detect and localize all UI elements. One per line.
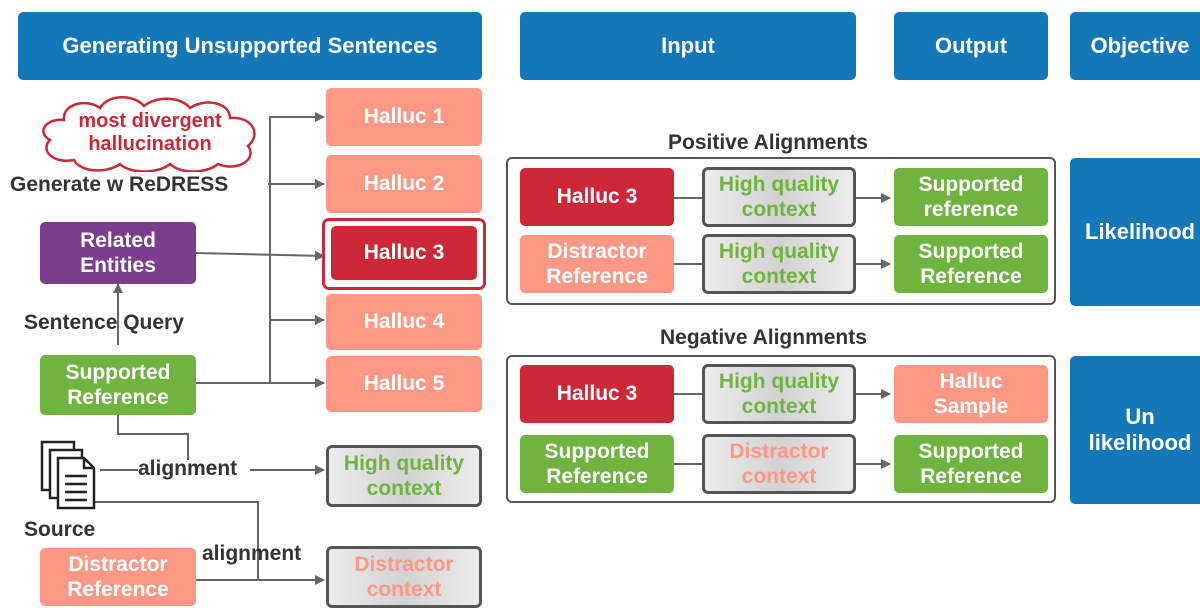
positive-row1-context: High quality context [702, 167, 856, 227]
label-alignment-1: alignment [138, 457, 238, 480]
objective-unlikelihood-line-2: likelihood [1088, 430, 1192, 455]
negative-row1-context-line-2: context [741, 395, 817, 418]
positive-row2-input-line-2: Reference [546, 265, 648, 288]
label-alignment-2: alignment [202, 542, 302, 565]
distractor-context-node: Distractor context [326, 546, 482, 608]
positive-row2-input: Distractor Reference [520, 235, 674, 293]
distractor-reference-line-2: Reference [67, 578, 169, 601]
positive-title: Positive Alignments [668, 131, 868, 154]
negative-row1-output-line-1: Halluc [939, 369, 1003, 393]
negative-row2-output: Supported Reference [894, 435, 1048, 493]
distractor-context-line-2: context [366, 578, 442, 601]
related-entities-node: Related Entities [40, 222, 196, 284]
halluc-4-node: Halluc 4 [326, 294, 482, 350]
positive-panel [506, 157, 1056, 305]
supported-reference-line-1: Supported [65, 360, 171, 384]
cloud-line-2: hallucination [88, 133, 212, 155]
halluc-1-node: Halluc 1 [326, 88, 482, 146]
positive-row2-context-line-2: context [741, 265, 817, 288]
halluc-5-node: Halluc 5 [326, 356, 482, 412]
positive-row2-output-line-2: Reference [920, 265, 1022, 288]
negative-title: Negative Alignments [660, 326, 867, 349]
label-generate: Generate w ReDRESS [10, 173, 229, 196]
document-icon [40, 440, 96, 510]
header-input: Input [520, 12, 856, 80]
negative-panel [506, 355, 1056, 503]
objective-likelihood: Likelihood [1070, 158, 1200, 306]
label-source: Source [24, 518, 96, 541]
negative-row2-context: Distractor context [702, 434, 856, 494]
related-entities-line-2: Entities [80, 254, 156, 277]
positive-row2-output: Supported Reference [894, 235, 1048, 293]
positive-row1-context-line-2: context [741, 198, 817, 221]
header-objective: Objective [1070, 12, 1200, 80]
negative-row2-output-line-1: Supported [918, 439, 1024, 463]
negative-row1-output-line-2: Sample [933, 395, 1009, 418]
positive-row1-output-line-2: reference [923, 198, 1019, 221]
objective-unlikelihood-line-1: Un [1125, 403, 1155, 429]
distractor-context-line-1: Distractor [354, 552, 454, 576]
supported-reference-node: Supported Reference [40, 355, 196, 415]
positive-row1-input: Halluc 3 [520, 168, 674, 226]
positive-row1-output-line-1: Supported [918, 172, 1024, 196]
high-quality-context-node: High quality context [326, 445, 482, 507]
negative-row1-context: High quality context [702, 364, 856, 424]
cloud-shape [42, 96, 256, 172]
negative-row2-output-line-2: Reference [920, 465, 1022, 488]
header-output: Output [894, 12, 1048, 80]
cloud-line-1: most divergent [78, 110, 222, 132]
related-entities-line-1: Related [80, 228, 156, 252]
positive-row2-context-line-1: High quality [718, 239, 840, 263]
hq-context-line-1: High quality [343, 451, 465, 475]
positive-row1-context-line-1: High quality [718, 172, 840, 196]
positive-row2-input-line-1: Distractor [547, 239, 647, 263]
negative-row1-input: Halluc 3 [520, 365, 674, 423]
halluc-3-node: Halluc 3 [331, 226, 477, 280]
label-sentence-query: Sentence Query [24, 311, 184, 334]
halluc-3-highlight [322, 218, 486, 290]
header-generating: Generating Unsupported Sentences [18, 12, 482, 80]
halluc-2-node: Halluc 2 [326, 155, 482, 213]
negative-row2-input-line-1: Supported [544, 439, 650, 463]
positive-row1-output: Supported reference [894, 168, 1048, 226]
negative-row2-input: Supported Reference [520, 435, 674, 493]
distractor-reference-line-1: Distractor [68, 552, 168, 576]
negative-row2-input-line-2: Reference [546, 465, 648, 488]
cloud-text: most divergent hallucination [40, 100, 260, 166]
objective-unlikelihood: Un likelihood [1070, 356, 1200, 504]
supported-reference-line-2: Reference [67, 386, 169, 409]
negative-row1-output: Halluc Sample [894, 365, 1048, 423]
distractor-reference-node: Distractor Reference [40, 548, 196, 606]
negative-row2-context-line-2: context [741, 465, 817, 488]
negative-row1-context-line-1: High quality [718, 369, 840, 393]
negative-row2-context-line-1: Distractor [729, 439, 829, 463]
hq-context-line-2: context [366, 477, 442, 500]
positive-row2-output-line-1: Supported [918, 239, 1024, 263]
positive-row2-context: High quality context [702, 234, 856, 294]
